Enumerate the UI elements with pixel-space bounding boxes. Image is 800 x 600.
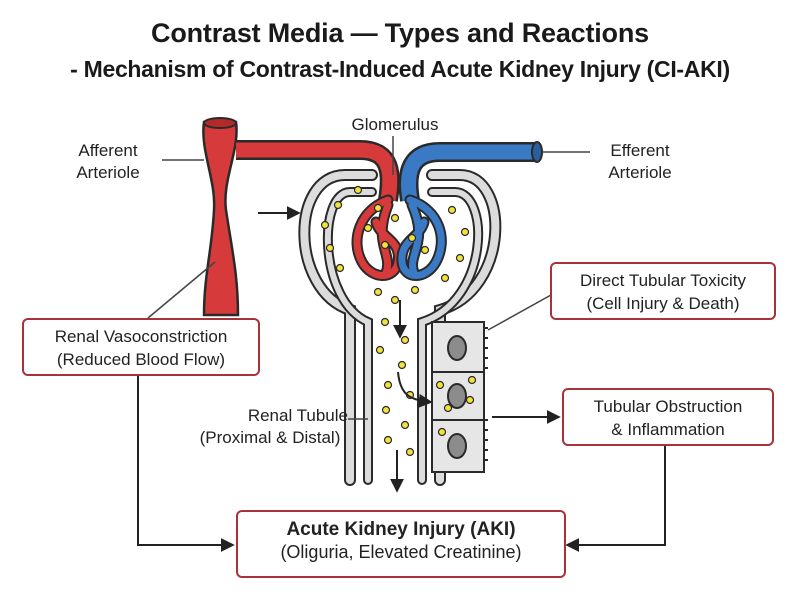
glomerulus-tuft: [351, 194, 447, 281]
tubular-cell-icon: [447, 335, 467, 361]
afferent-arteriole-vessel: [202, 117, 400, 317]
page-title: Contrast Media — Types and Reactions: [151, 18, 649, 48]
acute-kidney-injury-box: Acute Kidney Injury (AKI) (Oliguria, Ele…: [236, 510, 566, 578]
flow-arrows: [137, 206, 666, 552]
arrow-right-icon: [397, 371, 433, 408]
tubular-cell-icon: [447, 383, 467, 409]
efferent-arteriole-vessel: [398, 141, 543, 202]
afferent-arteriole-label: Afferent Arteriole: [76, 141, 140, 182]
tubular-obstruction-box: Tubular Obstruction & Inflammation: [562, 388, 774, 446]
tubular-epithelium: [431, 321, 488, 473]
glomerulus-label: Glomerulus: [351, 115, 439, 134]
efferent-arteriole-label: Efferent Arteriole: [608, 141, 672, 182]
tubular-cell-icon: [447, 433, 467, 459]
direct-tubular-toxicity-box: Direct Tubular Toxicity (Cell Injury & D…: [550, 262, 776, 320]
arrow-right-icon: [137, 375, 235, 552]
renal-tubule-label: Renal Tubule (Proximal & Distal): [199, 406, 348, 447]
renal-vasoconstriction-box: Renal Vasoconstriction (Reduced Blood Fl…: [22, 318, 260, 376]
leader-lines: [147, 136, 590, 420]
arrow-left-icon: [565, 445, 666, 552]
contrast-particle-icon: [333, 200, 343, 210]
page-subtitle: - Mechanism of Contrast-Induced Acute Ki…: [70, 56, 730, 82]
